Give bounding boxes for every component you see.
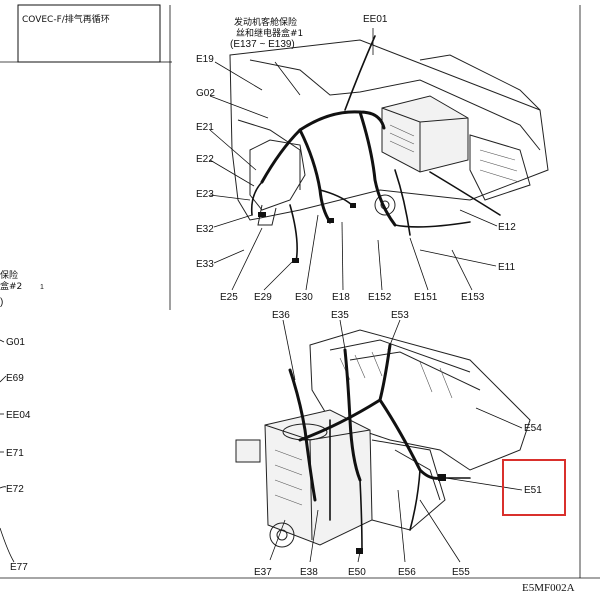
label-e22: E22 (196, 154, 214, 165)
label-e32: E32 (196, 224, 214, 235)
label-e77: E77 (10, 562, 28, 573)
label-ee01: EE01 (363, 14, 388, 25)
label-g01: G01 (6, 337, 25, 348)
bottom-engine-view: E36 E35 E53 E54 E51 E37 E38 E50 E56 E55 (235, 310, 542, 578)
label-e153: E153 (461, 292, 485, 303)
label-e56: E56 (398, 567, 416, 578)
highlight-box-e51 (502, 459, 566, 516)
label-e54: E54 (524, 423, 542, 434)
left-fuse-extra: 1 (40, 284, 44, 291)
label-e35: E35 (331, 310, 349, 321)
fuse-box-title-3: (E137 ~ E139) (230, 39, 295, 50)
label-e33: E33 (196, 259, 214, 270)
fuse-box-title-1: 发动机客舱保险 (234, 16, 297, 28)
figure-caption: E5MF002A (522, 582, 575, 594)
label-e50: E50 (348, 567, 366, 578)
label-e71: E71 (6, 448, 24, 459)
label-e29: E29 (254, 292, 272, 303)
label-ee04: EE04 (6, 410, 31, 421)
header-box: COVEC-F/排气再循环 (17, 4, 161, 63)
label-e37: E37 (254, 567, 272, 578)
fuse-box-title-2: 丝和继电器盒#1 (236, 27, 303, 39)
label-g02: G02 (196, 88, 215, 99)
label-e11: E11 (498, 262, 515, 273)
label-e18: E18 (332, 292, 350, 303)
label-e12: E12 (498, 222, 516, 233)
label-e69: E69 (6, 373, 24, 384)
header-box-text: COVEC-F/排气再循环 (22, 13, 110, 25)
label-e53: E53 (391, 310, 409, 321)
label-e23: E23 (196, 189, 214, 200)
label-e30: E30 (295, 292, 313, 303)
left-fuse-line-2: 盒#2 (0, 280, 22, 292)
label-e19: E19 (196, 54, 214, 65)
left-paren: ) (0, 297, 3, 308)
label-e36: E36 (272, 310, 290, 321)
label-e151: E151 (414, 292, 438, 303)
label-e72: E72 (6, 484, 24, 495)
label-e38: E38 (300, 567, 318, 578)
label-e25: E25 (220, 292, 238, 303)
label-e21: E21 (196, 122, 214, 133)
label-e51: E51 (524, 485, 542, 496)
left-fuse-line-1: 保险 (0, 269, 18, 281)
label-e55: E55 (452, 567, 470, 578)
top-engine-view: 发动机客舱保险 丝和继电器盒#1 (E137 ~ E139) EE01 E19 … (196, 14, 549, 303)
left-edge-fragment: 保险 盒#2 1 ) G01 E69 EE04 E71 E72 E77 (0, 269, 44, 573)
label-e152: E152 (368, 292, 392, 303)
